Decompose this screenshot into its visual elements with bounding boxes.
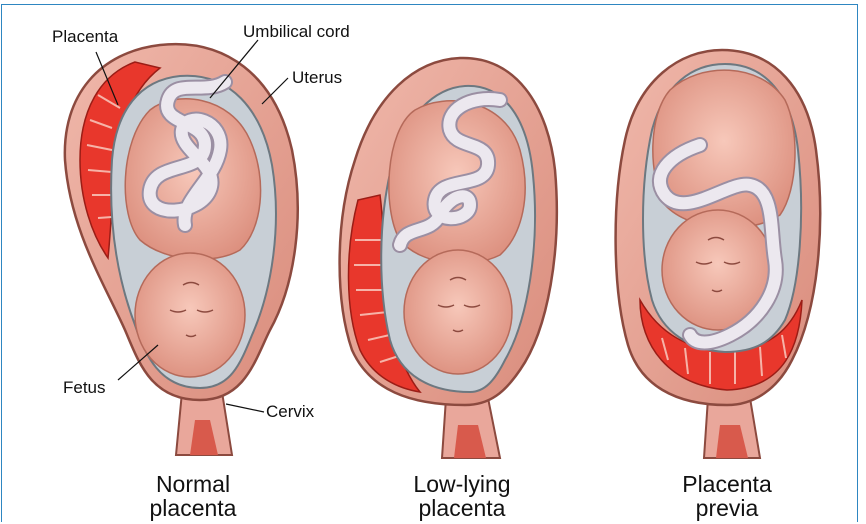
caption-line-1: Placenta: [652, 472, 802, 496]
caption-normal-placenta: Normal placenta: [118, 472, 268, 520]
panel-low-lying-placenta: [340, 58, 557, 458]
caption-low-lying-placenta: Low-lying placenta: [387, 472, 537, 520]
caption-line-1: Normal: [118, 472, 268, 496]
uterus-label: Uterus: [292, 68, 342, 88]
caption-line-2: placenta: [387, 496, 537, 520]
cervix-leader: [226, 404, 264, 412]
cervix-label: Cervix: [266, 402, 314, 422]
fetus-label: Fetus: [63, 378, 106, 398]
umbilical-cord-label: Umbilical cord: [243, 22, 350, 42]
caption-line-1: Low-lying: [387, 472, 537, 496]
panel-placenta-previa: [616, 50, 821, 458]
caption-line-2: placenta: [118, 496, 268, 520]
caption-line-2: previa: [652, 496, 802, 520]
placenta-label: Placenta: [52, 27, 118, 47]
fetus-head: [135, 253, 245, 377]
caption-placenta-previa: Placenta previa: [652, 472, 802, 520]
fetus-head: [404, 250, 512, 374]
